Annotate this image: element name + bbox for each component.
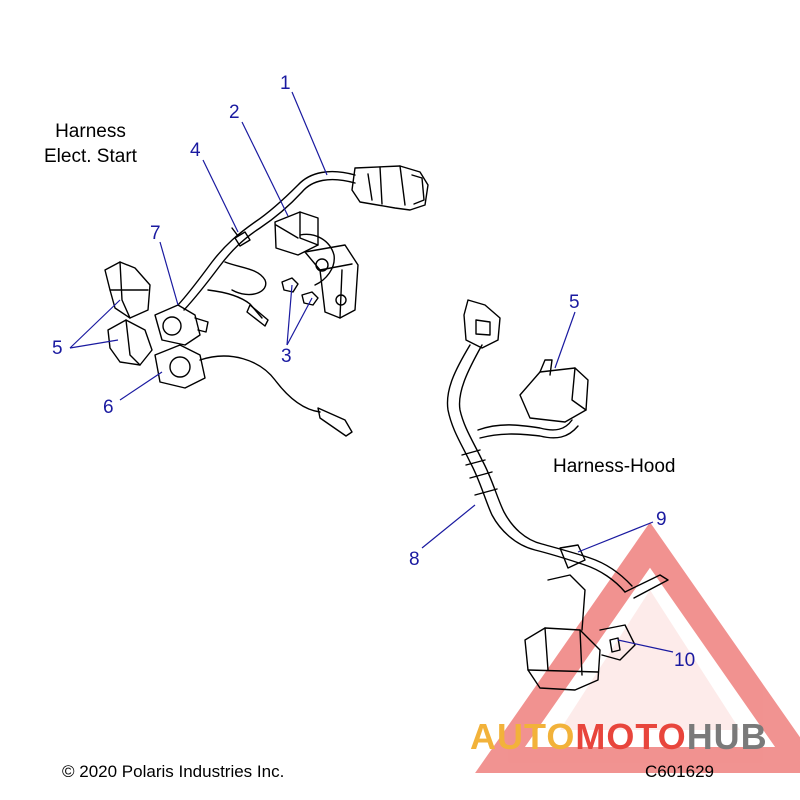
main-connector (351, 165, 429, 211)
harness-hood (446, 299, 669, 691)
bracket (304, 244, 359, 319)
harness-elect-start (104, 165, 429, 437)
terminal-cover-upper (104, 261, 151, 319)
callout-5-right: 5 (569, 292, 580, 313)
callout-5-left: 5 (52, 338, 63, 359)
title-line-1: Harness (55, 121, 126, 142)
watermark-text: AUTOMOTOHUB (470, 716, 768, 758)
terminal-cover-lower (107, 319, 153, 366)
callout-7: 7 (150, 223, 161, 244)
callout-1: 1 (280, 73, 291, 94)
leader-lines (69, 91, 674, 653)
relay-box (274, 211, 319, 256)
callout-6: 6 (103, 397, 114, 418)
copyright-text: © 2020 Polaris Industries Inc. (62, 762, 285, 781)
title-line-2: Elect. Start (44, 145, 137, 167)
diagram-code: C601629 (645, 762, 715, 781)
solenoid-lower (154, 344, 206, 389)
callout-3: 3 (281, 346, 292, 367)
watermark-hub: HUB (686, 716, 768, 757)
watermark-moto: MOTO (575, 716, 687, 757)
harness-elect-start-title: Harness Elect. Start (44, 120, 137, 169)
hood-connector-top (463, 299, 501, 349)
solenoid-upper (154, 304, 201, 346)
callout-9: 9 (656, 509, 667, 530)
callout-4: 4 (190, 140, 201, 161)
callout-10: 10 (674, 650, 696, 671)
watermark-auto: AUTO (470, 716, 576, 757)
hood-relay-box (519, 367, 589, 423)
callout-8: 8 (409, 549, 420, 570)
fuse-block (524, 627, 601, 691)
callout-2: 2 (229, 102, 240, 123)
watermark-logo-triangles (475, 522, 800, 773)
harness-hood-title: Harness-Hood (553, 456, 676, 477)
